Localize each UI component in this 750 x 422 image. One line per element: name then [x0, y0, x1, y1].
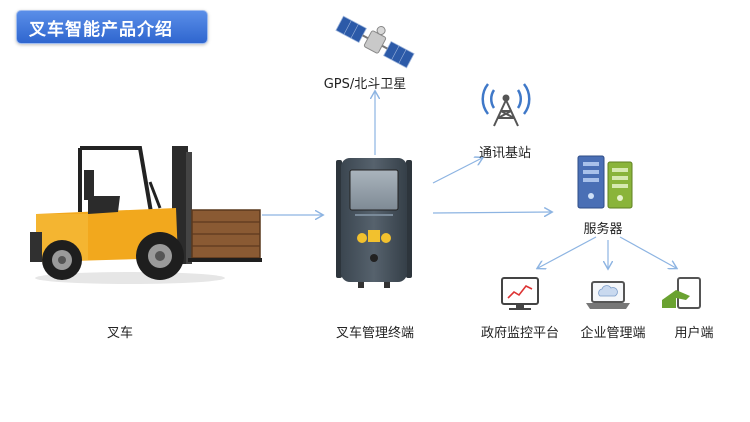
arrow-server-user — [619, 236, 676, 268]
forklift-icon — [30, 146, 262, 284]
arrow-terminal-server — [432, 212, 551, 213]
tablet-hand-icon — [662, 277, 701, 309]
label-server: 服务器 — [583, 222, 623, 237]
label-terminal: 叉车管理终端 — [335, 326, 415, 341]
arrow-server-gov — [538, 236, 597, 268]
label-forklift: 叉车 — [106, 326, 134, 341]
terminal-device-icon — [336, 158, 412, 288]
laptop-cloud-icon — [586, 281, 630, 309]
radio-tower-icon — [481, 83, 531, 127]
label-station: 通讯基站 — [478, 146, 532, 161]
page-title: 叉车智能产品介绍 — [16, 10, 208, 44]
connection-arrows — [262, 92, 676, 268]
arrow-terminal-station — [432, 158, 482, 184]
server-icon — [577, 155, 633, 209]
satellite-icon — [335, 15, 415, 69]
label-user: 用户端 — [674, 326, 714, 341]
monitor-chart-icon — [501, 277, 539, 310]
label-enterprise: 企业管理端 — [580, 326, 646, 341]
label-gps: GPS/北斗卫星 — [323, 77, 407, 92]
label-gov: 政府监控平台 — [480, 326, 560, 341]
